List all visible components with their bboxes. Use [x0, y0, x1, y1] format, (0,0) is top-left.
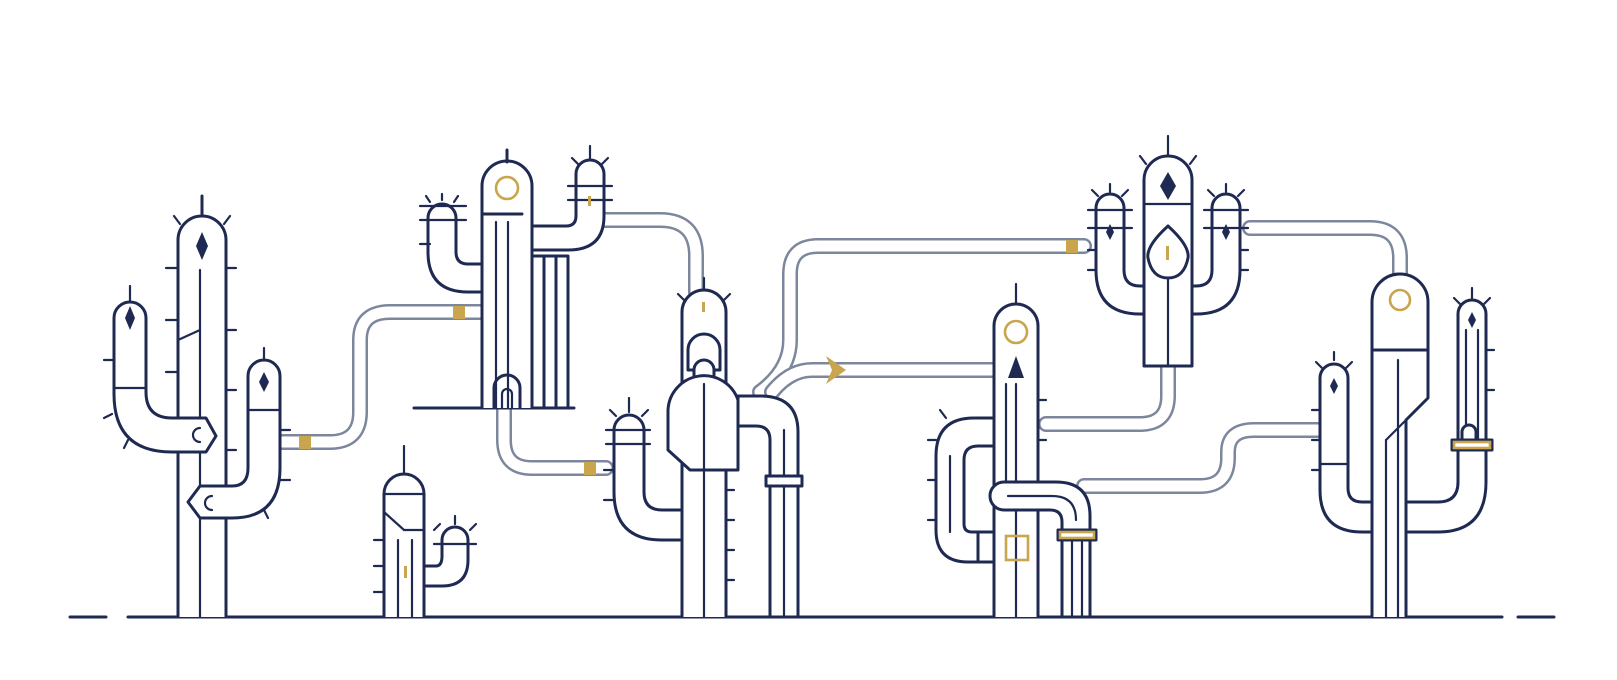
saguaro-cactus-icon: [1310, 272, 1496, 619]
pipe-icon: [496, 400, 614, 476]
saguaro-cactus-icon: [1086, 134, 1250, 368]
pipe-network: [274, 212, 1408, 494]
flow-arrow-icon: [826, 356, 846, 384]
valve-markers: [299, 240, 1078, 475]
pipe-icon: [590, 212, 704, 300]
valve-icon: [299, 436, 311, 449]
valve-icon: [584, 462, 596, 475]
valve-icon: [1066, 240, 1078, 253]
pipe-icon: [1038, 358, 1176, 432]
pipe-icon: [274, 304, 488, 450]
pipe-icon: [764, 362, 1004, 400]
pipe-icon: [1242, 220, 1408, 284]
saguaro-cactus-icon: [602, 276, 804, 619]
saguaro-cactus-icon: [102, 194, 292, 619]
saguaro-cactus-icon: [926, 282, 1098, 619]
saguaro-cactus-icon: [412, 144, 614, 410]
valve-icon: [453, 306, 465, 319]
pipe-icon: [1076, 422, 1328, 494]
saguaro-cactus-icon: [372, 444, 478, 619]
